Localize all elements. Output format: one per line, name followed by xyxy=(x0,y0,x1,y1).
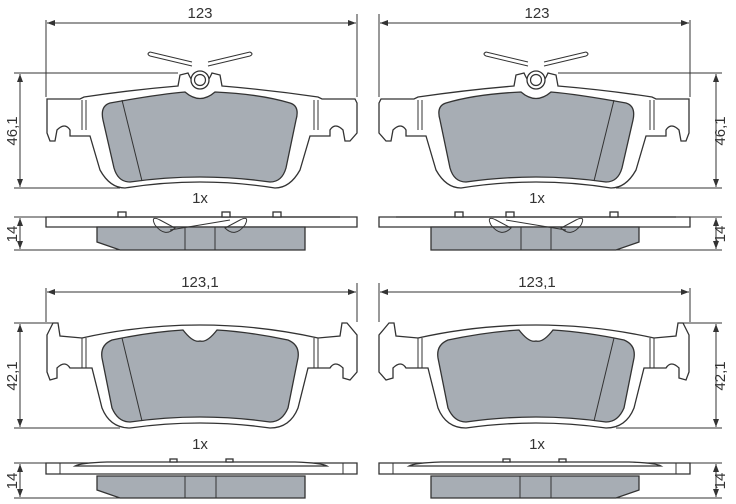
quantity-label: 1x xyxy=(529,190,545,207)
top-pad-right xyxy=(379,14,722,250)
quantity-label: 1x xyxy=(192,436,208,453)
top-pad-left xyxy=(14,14,357,250)
width-label: 123 xyxy=(187,5,212,22)
thickness-label: 14 xyxy=(4,473,21,490)
height-label: 46,1 xyxy=(4,116,21,145)
bottom-pad-right xyxy=(379,283,722,498)
thickness-label: 14 xyxy=(4,226,21,243)
quantity-label: 1x xyxy=(192,190,208,207)
height-label: 42,1 xyxy=(4,361,21,390)
width-label: 123 xyxy=(524,5,549,22)
height-label: 46,1 xyxy=(712,116,729,145)
thickness-label: 14 xyxy=(712,473,729,490)
thickness-label: 14 xyxy=(712,226,729,243)
height-label: 42,1 xyxy=(712,361,729,390)
width-label: 123,1 xyxy=(181,274,219,291)
width-label: 123,1 xyxy=(518,274,556,291)
bottom-pad-left xyxy=(14,283,357,498)
quantity-label: 1x xyxy=(529,436,545,453)
